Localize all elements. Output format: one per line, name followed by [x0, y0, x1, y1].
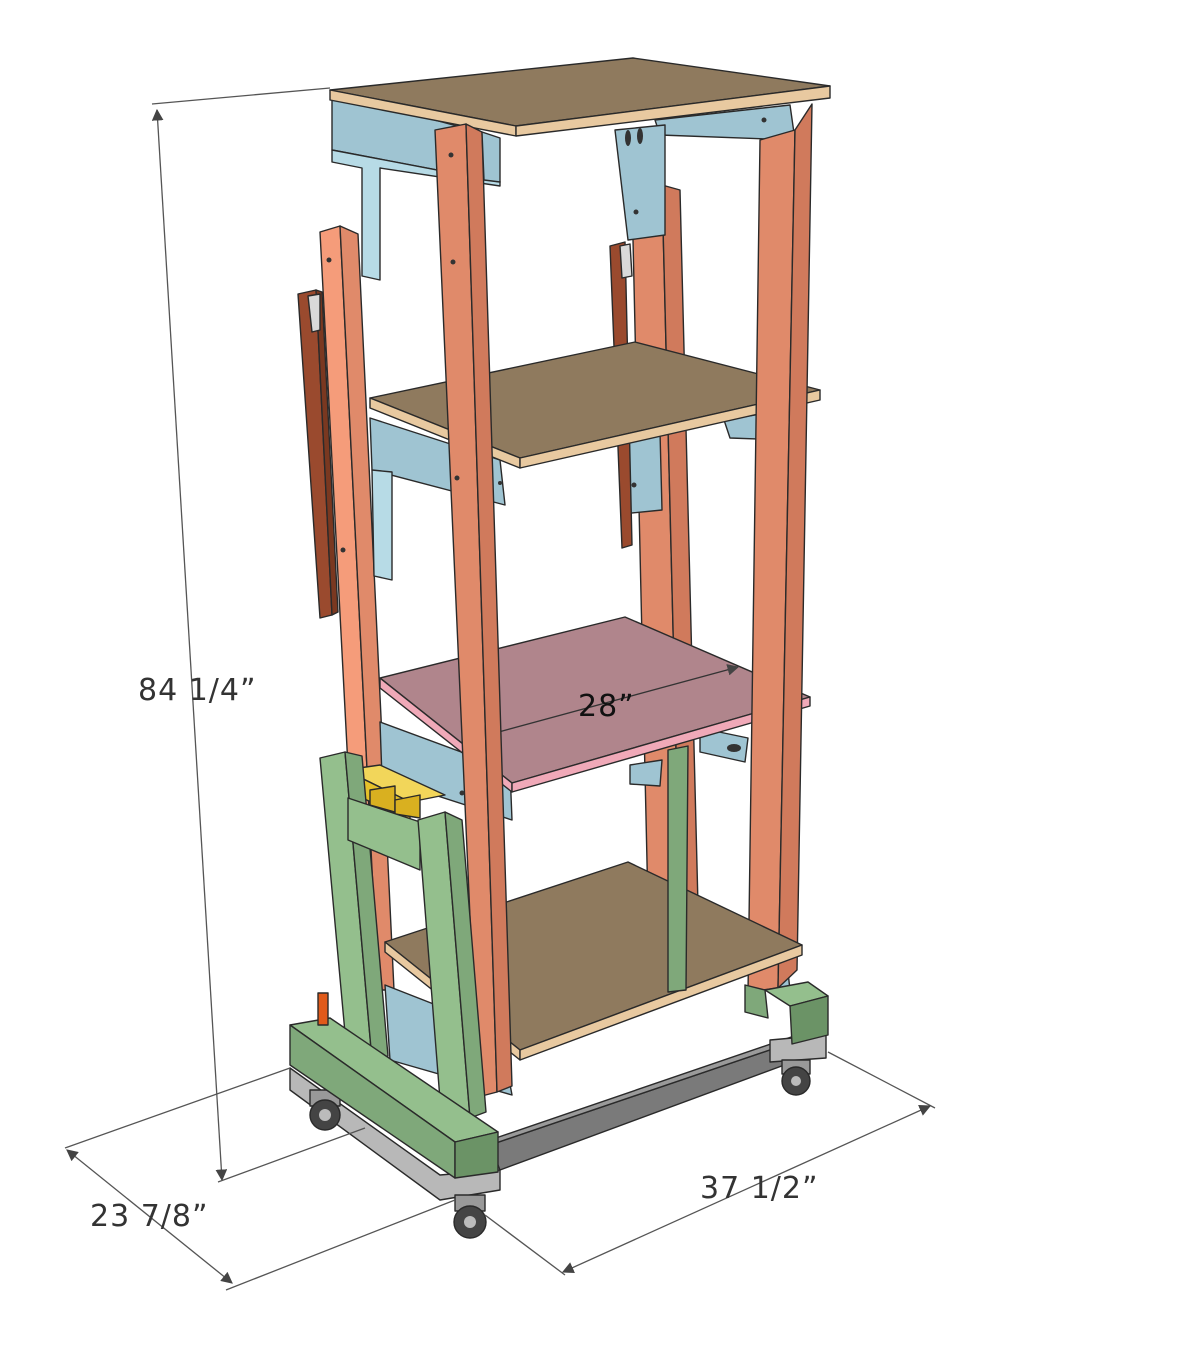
- height-label: 84 1/4”: [138, 673, 257, 708]
- caster-front-right: [453, 1194, 487, 1239]
- top-bracket-right: [614, 124, 666, 241]
- casters: [309, 1059, 811, 1239]
- screws: [326, 117, 767, 796]
- front-left-post: [434, 123, 513, 1098]
- caster-back-right: [781, 1059, 811, 1096]
- low-rail-right: [629, 759, 663, 787]
- shelf-top: [329, 57, 831, 137]
- width-dimension: 37 1/2”: [484, 1051, 936, 1276]
- width-label: 37 1/2”: [700, 1171, 819, 1206]
- shelf-span-dimension-line: [494, 664, 740, 734]
- height-dimension: 84 1/4”: [138, 87, 366, 1183]
- front-right-post: [747, 103, 813, 993]
- base-plate: [289, 1067, 501, 1201]
- low-rail-back: [699, 727, 749, 763]
- shelf-span-label: 28”: [578, 689, 635, 724]
- depth-label: 23 7/8”: [90, 1199, 209, 1234]
- depth-dimension: 23 7/8”: [64, 1067, 456, 1291]
- green-base: [289, 745, 829, 1179]
- yellow-blocks: [344, 764, 446, 821]
